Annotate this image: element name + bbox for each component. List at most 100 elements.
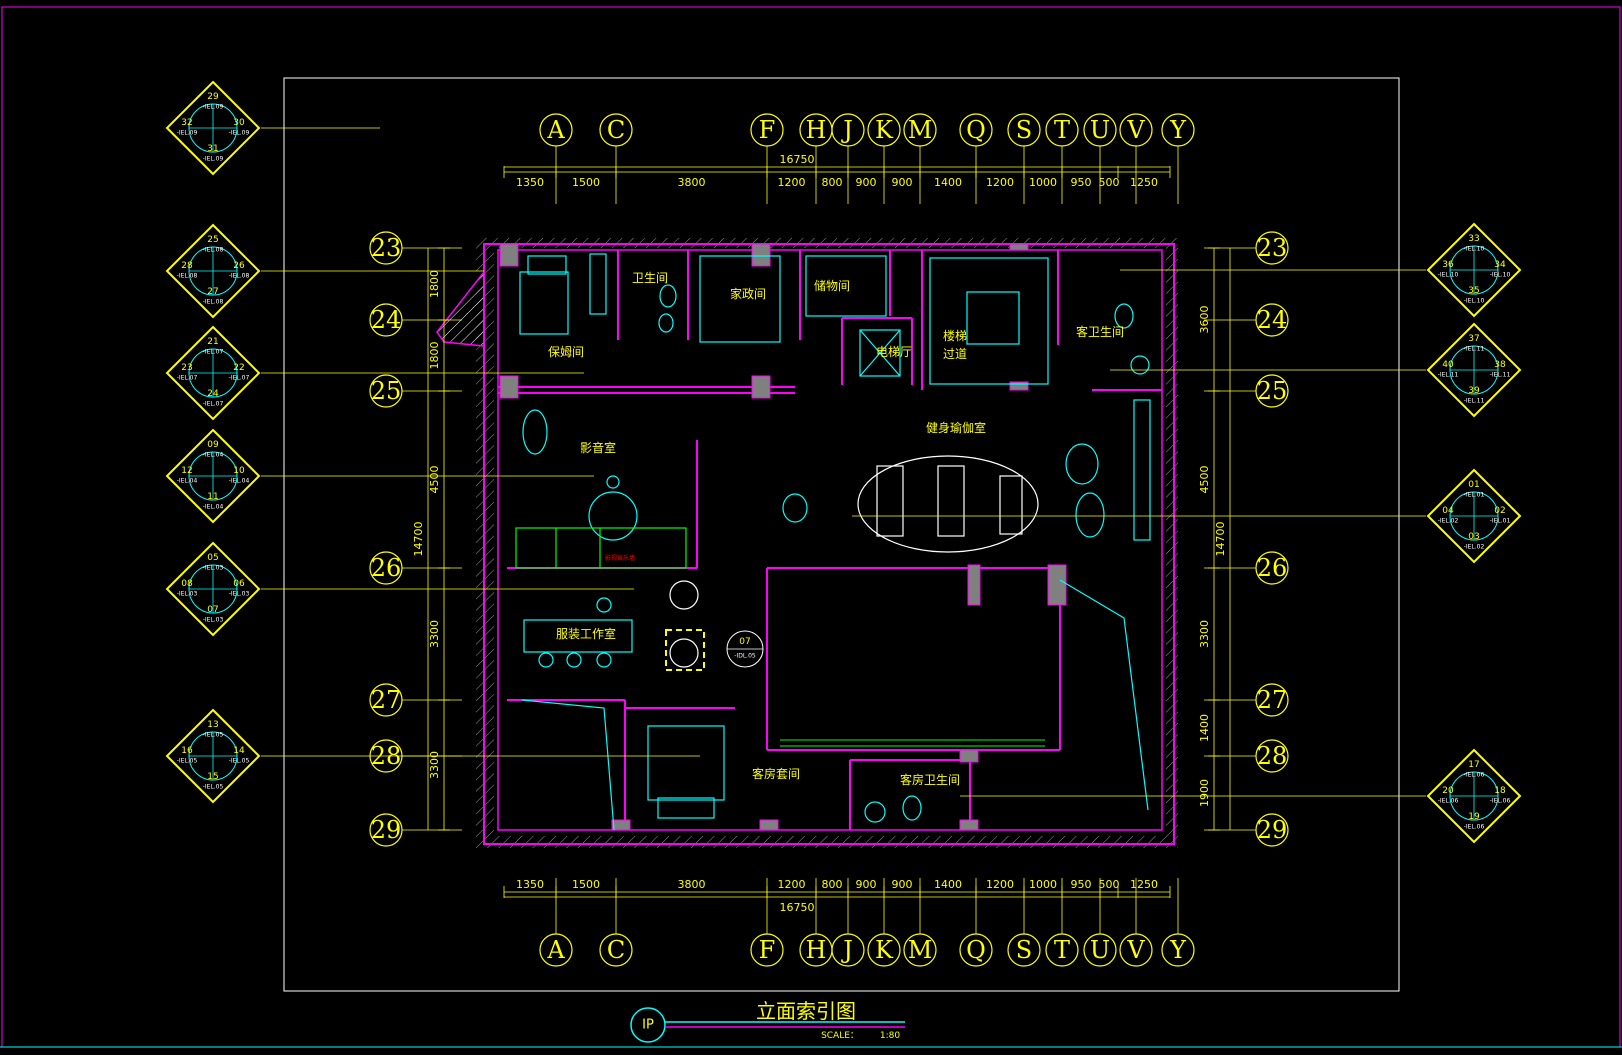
tag-8-ref-2: -IEL.02 [1464,544,1485,551]
grid-row-left-24: 24 [369,303,403,337]
sofa-icon [515,527,687,569]
dim-top-0: 1350 [516,176,544,189]
tag-5-num-0: 13 [207,720,218,730]
tag-3-ref-0: -IEL.04 [203,452,224,459]
dim-left-1: 1800 [428,342,441,370]
tag-0-ref-2: -IEL.09 [203,156,224,163]
tag-2-num-0: 21 [207,337,218,347]
small-red-note: 影视娱乐墙 [605,554,635,562]
room-guest-suite: 客房套间 [752,766,800,781]
dim-bottom-11: 500 [1099,878,1120,891]
grid-row-right-27: 27 [1255,683,1289,717]
grid-col-top-U: U [1083,113,1117,147]
gym-rug [857,455,1039,553]
tag-2-num-3: 23 [181,363,192,373]
dim-bottom-6: 900 [892,878,913,891]
elevator-icon [859,329,901,377]
tag-7-ref-3: -IEL.11 [1438,372,1459,379]
dim-bottom-12: 1250 [1130,878,1158,891]
grid-row-right-24-text: 24 [1257,306,1288,334]
grid-col-bottom-J: J [831,933,865,967]
grid-col-bottom-C: C [599,933,633,967]
grid-col-top-M: M [903,113,937,147]
tag-4-ref-3: -IEL.03 [177,591,198,598]
dim-top-5: 900 [856,176,877,189]
dim-top-2: 3800 [678,176,706,189]
grid-col-bottom-Q-text: Q [966,936,986,964]
tag-1-num-0: 25 [207,235,218,245]
room-guest-suite-bath: 客房卫生间 [900,772,960,787]
dim-right-3: 1400 [1198,714,1211,742]
grid-col-bottom-S: S [1007,933,1041,967]
title-badge: IP [642,1018,654,1033]
tag-0-ref-3: -IEL.09 [177,130,198,137]
grid-col-top-S: S [1007,113,1041,147]
grid-col-top-Y-text: Y [1169,116,1187,144]
dim-bottom-10: 950 [1071,878,1092,891]
tag-5-num-1: 14 [233,746,245,756]
grid-col-bottom-S-text: S [1016,936,1032,964]
grid-col-top-F: F [750,113,784,147]
structural-columns [499,243,1067,831]
grid-col-top-K-text: K [875,116,894,144]
grid-row-right-25: 25 [1255,374,1289,408]
tag-5-num-2: 15 [207,772,218,782]
dim-left-total: 14700 [412,522,425,557]
detail-callout: 07 -IDL.05 [726,630,764,668]
dim-left-4: 3300 [428,751,441,779]
tag-4-num-0: 05 [207,553,218,563]
dim-bottom-7: 1400 [934,878,962,891]
grid-col-top-J: J [831,113,865,147]
tag-1-ref-2: -IEL.08 [203,299,224,306]
grid-col-top-S-text: S [1016,116,1032,144]
tag-0-num-0: 29 [207,92,219,102]
stair-icon [929,257,1049,385]
room-housekeeping: 家政间 [730,286,766,301]
detail-ref: -IDL.05 [734,653,756,660]
tag-7-ref-2: -IEL.11 [1464,398,1485,405]
grid-row-left-27-text: 27 [371,686,402,714]
grid-row-left-26-text: 26 [371,554,402,582]
dim-bottom-2: 3800 [678,878,706,891]
dim-bottom-5: 900 [856,878,877,891]
dim-bottom-total: 16750 [780,901,815,914]
grid-col-top-K: K [867,113,901,147]
grid-row-left-27: 27 [369,683,403,717]
tag-0-num-2: 31 [207,144,218,154]
tag-9-num-1: 18 [1494,786,1506,796]
grid-col-top-H-text: H [806,116,827,144]
grid-col-bottom-Y: Y [1161,933,1195,967]
tag-3-num-3: 12 [181,466,192,476]
dim-right-4: 1900 [1198,779,1211,807]
grid-col-top-C-text: C [607,116,625,144]
tag-7-ref-1: -IEL.11 [1490,372,1511,379]
grid-row-right-26: 26 [1255,551,1289,585]
grid-col-top-J-text: J [840,116,853,144]
room-elevator-hall: 电梯厅 [876,345,912,359]
bed-icon [519,271,569,335]
grid-row-right-25-text: 25 [1257,377,1288,405]
tag-9-num-0: 17 [1468,760,1479,770]
tag-6-ref-1: -IEL.10 [1490,272,1511,279]
treadmill-icon-2 [937,465,965,537]
grid-col-bottom-K-text: K [875,936,894,964]
drawing-border [283,77,1400,992]
tag-4-ref-1: -IEL.03 [229,591,250,598]
grid-col-bottom-F-text: F [759,936,776,964]
toilet-icon [659,284,677,308]
tag-8-num-2: 03 [1468,532,1479,542]
dim-right-2: 3300 [1198,620,1211,648]
tag-1-num-2: 27 [207,287,218,297]
grid-col-bottom-Q: Q [959,933,993,967]
grid-col-bottom-K: K [867,933,901,967]
grid-col-top-Q: Q [959,113,993,147]
grid-col-top-T: T [1045,113,1079,147]
tag-8-ref-3: -IEL.02 [1438,518,1459,525]
